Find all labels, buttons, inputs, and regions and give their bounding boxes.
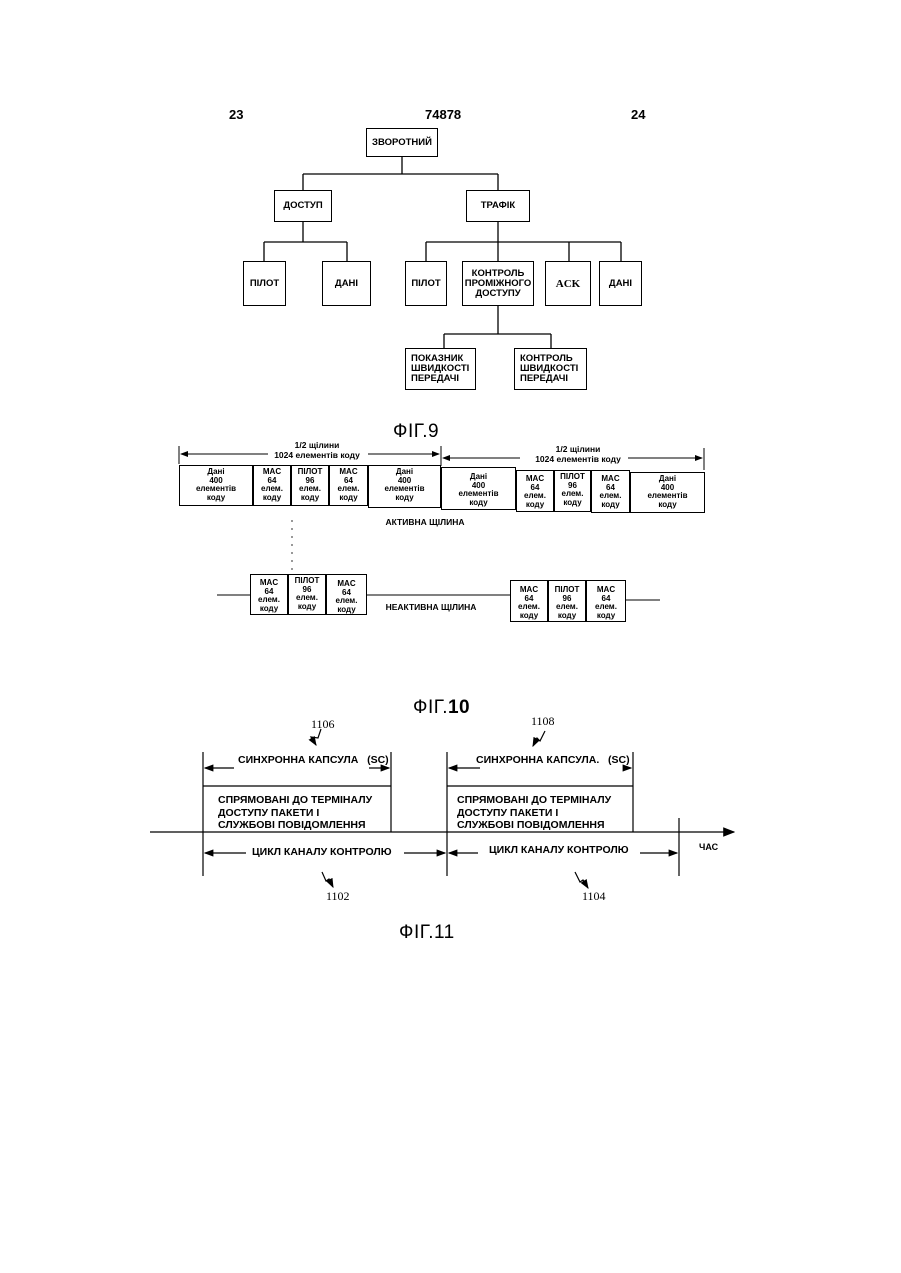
ref-1108: 1108	[531, 714, 555, 729]
ref-1106: 1106	[311, 717, 335, 732]
sync-capsule-label-right: СИНХРОННА КАПСУЛА. (SC)	[476, 754, 630, 767]
figure-11-caption: ФІГ.11	[399, 922, 455, 944]
ref-1104: 1104	[582, 889, 606, 904]
control-cycle-label-right: ЦИКЛ КАНАЛУ КОНТРОЛЮ	[489, 844, 629, 857]
packets-text-right: СПРЯМОВАНІ ДО ТЕРМІНАЛУ ДОСТУПУ ПАКЕТИ І…	[457, 794, 611, 832]
sync-capsule-label-left: СИНХРОННА КАПСУЛА (SC)	[238, 754, 389, 767]
packets-text-left: СПРЯМОВАНІ ДО ТЕРМІНАЛУ ДОСТУПУ ПАКЕТИ І…	[218, 794, 372, 832]
time-axis-label: ЧАС	[699, 841, 718, 854]
control-cycle-label-left: ЦИКЛ КАНАЛУ КОНТРОЛЮ	[252, 846, 392, 859]
ref-1102: 1102	[326, 889, 350, 904]
